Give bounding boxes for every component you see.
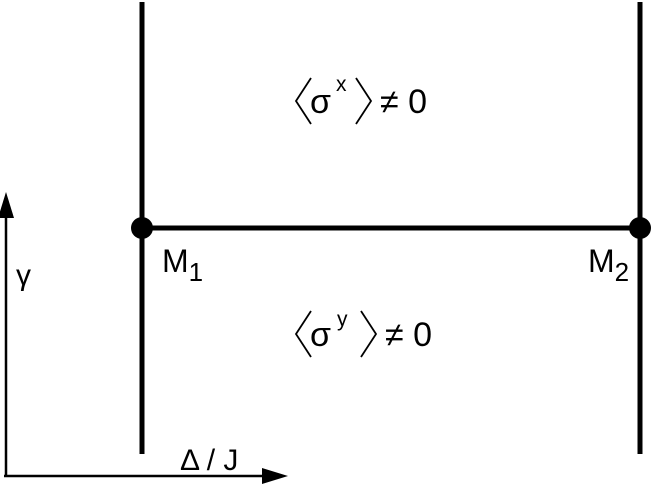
lower-region-label: σ y ≠ 0 — [294, 308, 432, 358]
x-axis-label: Δ / J — [180, 444, 238, 477]
lower-superscript: y — [337, 308, 348, 331]
x-axis-arrowhead — [262, 468, 288, 484]
axes: γ Δ / J — [0, 192, 288, 484]
point-m2-label: M2 — [588, 243, 629, 287]
phase-boundaries — [139, 2, 643, 454]
lower-operator: σ — [310, 316, 331, 354]
y-axis-label: γ — [16, 259, 31, 292]
upper-relation: ≠ 0 — [380, 83, 427, 121]
point-m1-marker — [131, 217, 153, 239]
point-m1-label: M1 — [162, 243, 203, 287]
upper-right-angle-bracket — [355, 77, 373, 125]
upper-operator: σ — [310, 83, 331, 121]
lower-left-angle-bracket — [294, 310, 312, 358]
upper-left-angle-bracket — [294, 77, 312, 125]
upper-superscript: x — [336, 73, 347, 96]
lower-relation: ≠ 0 — [385, 316, 432, 354]
upper-region-label: σ x ≠ 0 — [294, 73, 427, 125]
multicritical-points: M1 M2 — [131, 217, 651, 287]
lower-right-angle-bracket — [360, 310, 378, 358]
point-m2-marker — [629, 217, 651, 239]
y-axis-arrowhead — [0, 192, 14, 218]
